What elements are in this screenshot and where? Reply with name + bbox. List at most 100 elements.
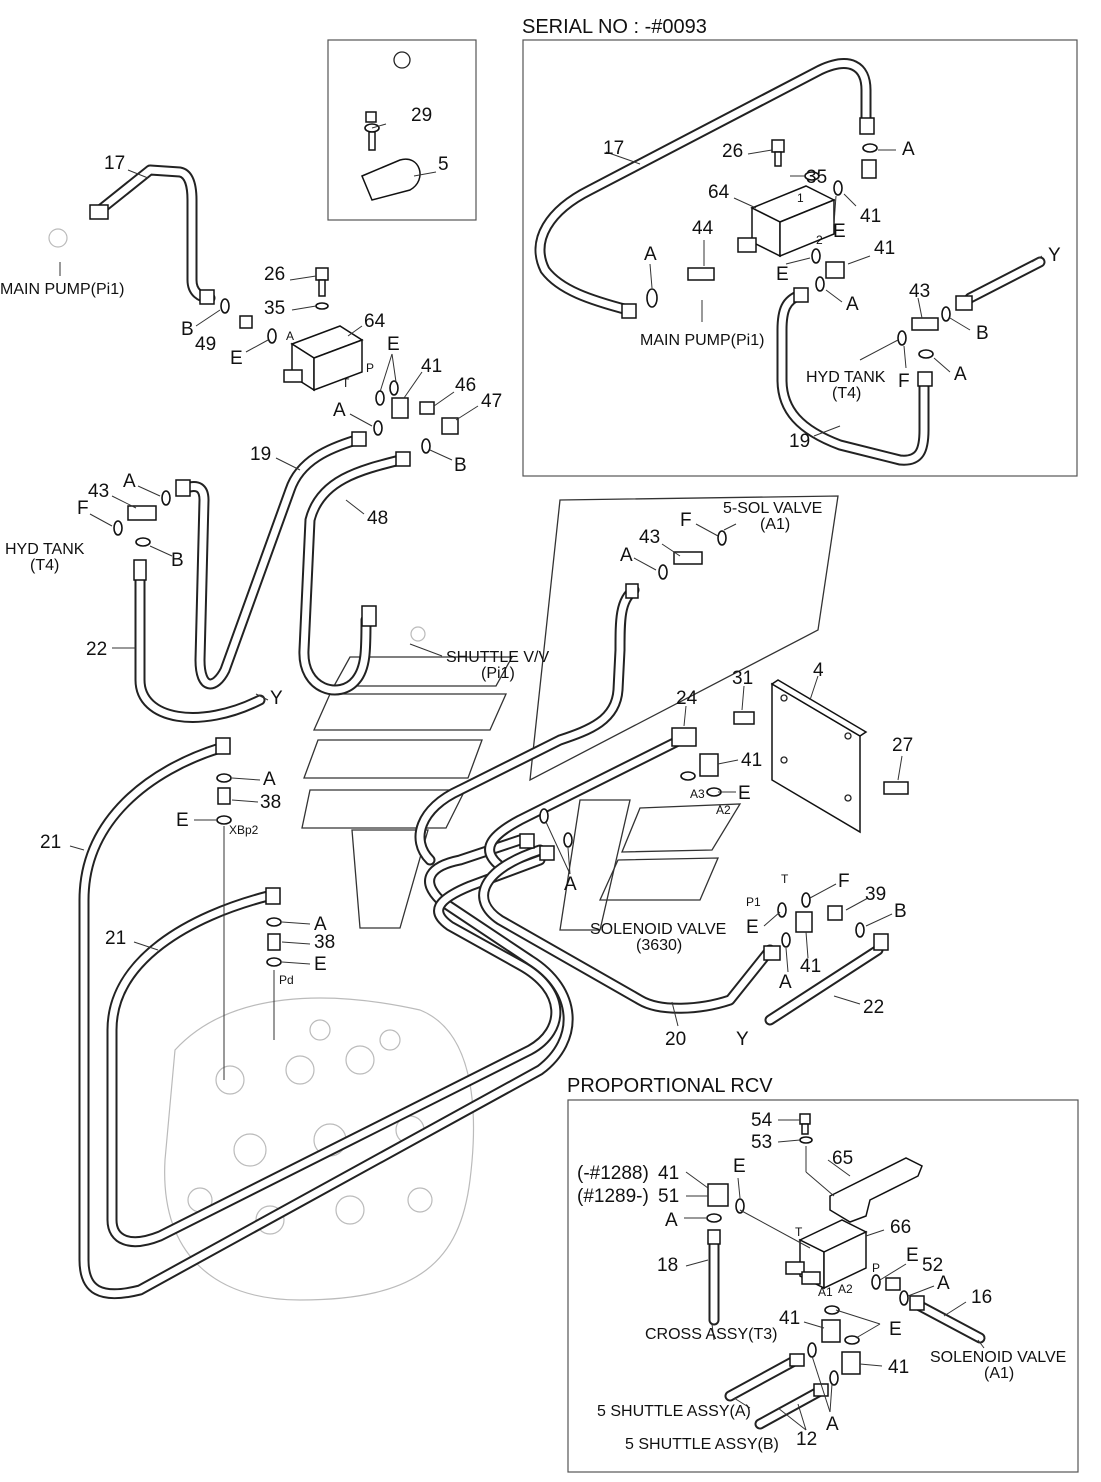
port-mark: 2 [816, 233, 823, 247]
port-mark: A [286, 329, 294, 343]
part-number: 19 [789, 431, 810, 452]
ref-letter: A [779, 972, 792, 993]
proportional-rcv-header: PROPORTIONAL RCV [567, 1075, 773, 1097]
part-number: 12 [796, 1429, 817, 1450]
ref-letter: A [644, 244, 657, 265]
solenoid-valve-label: SOLENOID VALVE [930, 1349, 1066, 1366]
ref-letter: E [738, 783, 751, 804]
part-number: 64 [364, 311, 386, 332]
part-number: 22 [86, 639, 107, 660]
serial-range-label: (#1289-) [577, 1186, 649, 1207]
fittings-center [519, 551, 909, 961]
part-number: 54 [751, 1110, 773, 1131]
valve-block-64-right [737, 185, 836, 258]
part-number: 18 [657, 1255, 678, 1276]
part-number: 41 [800, 956, 821, 977]
hose-12-a [724, 1354, 802, 1402]
ref-letter: Y [1048, 245, 1061, 266]
ref-letter: A [123, 471, 136, 492]
rcv-inset-frame [567, 1099, 1079, 1473]
ref-letter: A [263, 769, 276, 790]
part-number: 53 [751, 1132, 772, 1153]
hose-22-left [134, 564, 266, 723]
ref-letter: E [314, 954, 327, 975]
part-number: 41 [658, 1163, 679, 1184]
bracket-65 [829, 1157, 923, 1223]
port-mark: A2 [716, 803, 731, 817]
hose-y-right [964, 256, 1046, 304]
part-number: 43 [88, 481, 109, 502]
ref-letter: A [826, 1414, 839, 1435]
hyd-tank-label: (T4) [832, 385, 861, 402]
port-mark: Pd [279, 973, 294, 987]
serial-inset-frame [522, 39, 1078, 477]
hose-17-right [534, 58, 872, 316]
shuttle-valve-label: SHUTTLE V/V [446, 649, 549, 666]
reference-letters: B E E A B A F B Y A E A E F A E A F B E … [77, 139, 1061, 1435]
watermark-outline [301, 495, 839, 931]
part-number: 41 [741, 750, 762, 771]
part-number: 46 [455, 375, 476, 396]
part-number: 41 [779, 1308, 800, 1329]
ref-letter: A [937, 1273, 950, 1294]
part-number: 43 [909, 281, 930, 302]
part-number: 21 [105, 928, 126, 949]
hose-20 [478, 844, 776, 1014]
part-number: 19 [250, 444, 271, 465]
part-number: 26 [264, 264, 285, 285]
part-number: 29 [411, 105, 432, 126]
ref-letter: A [620, 545, 633, 566]
ref-letter: A [902, 139, 915, 160]
part-number: 39 [865, 884, 886, 905]
part-number: 65 [832, 1148, 853, 1169]
solenoid-valve-label: SOLENOID VALVE [590, 921, 726, 938]
ref-letter: A [954, 364, 967, 385]
part-number: 38 [314, 932, 335, 953]
part-number: 26 [722, 141, 743, 162]
fittings-serial [621, 117, 973, 387]
pump-port-ghost [48, 228, 68, 248]
hose-19 [180, 434, 362, 690]
shuttle-assy-label: 5 SHUTTLE ASSY(A) [597, 1403, 751, 1420]
ref-letter: B [181, 319, 194, 340]
ref-letter: E [733, 1156, 746, 1177]
part-number: 41 [421, 356, 442, 377]
component-labels: MAIN PUMP(Pi1) MAIN PUMP(Pi1) HYD TANK (… [0, 281, 1066, 1453]
ref-letter: F [838, 871, 850, 892]
ref-letter: E [746, 917, 759, 938]
serial-number-header: SERIAL NO : -#0093 [522, 16, 707, 38]
part-number: 52 [922, 1255, 943, 1276]
port-mark: XBp2 [229, 823, 259, 837]
part-number: 66 [890, 1217, 911, 1238]
part-number: 4 [813, 660, 824, 681]
ref-letter: E [387, 334, 400, 355]
ref-letter: Y [736, 1029, 749, 1050]
clamp-5 [361, 111, 421, 201]
shuttle-valve-ghost [410, 626, 426, 642]
port-mark: A1 [818, 1285, 833, 1299]
part-number: 51 [658, 1186, 679, 1207]
hose-22-right [764, 944, 884, 1026]
part-number: 27 [892, 735, 913, 756]
fittings-rcv [707, 1113, 925, 1397]
hose-16 [914, 1300, 986, 1344]
hose-12-b [754, 1384, 828, 1430]
part-number: 21 [40, 832, 61, 853]
leader-lines [59, 123, 1043, 1431]
ref-letter: A [314, 914, 327, 935]
fittings-left [89, 204, 459, 951]
part-number: 24 [676, 688, 698, 709]
cross-assy-label: CROSS ASSY(T3) [645, 1326, 777, 1343]
bolt-26-left [315, 267, 329, 310]
ref-letter: A [333, 400, 346, 421]
part-number: 48 [367, 508, 388, 529]
part-number: 5 [438, 154, 449, 175]
ref-letter: Y [270, 688, 283, 709]
hose-21-inner [106, 854, 562, 1248]
ref-letter: E [833, 221, 846, 242]
hose-24 [484, 736, 682, 872]
ref-letter: F [77, 498, 89, 519]
shuttle-valve-label: (Pi1) [481, 665, 515, 682]
part-number: 35 [264, 298, 285, 319]
solenoid-valve-label: (3630) [636, 937, 682, 954]
